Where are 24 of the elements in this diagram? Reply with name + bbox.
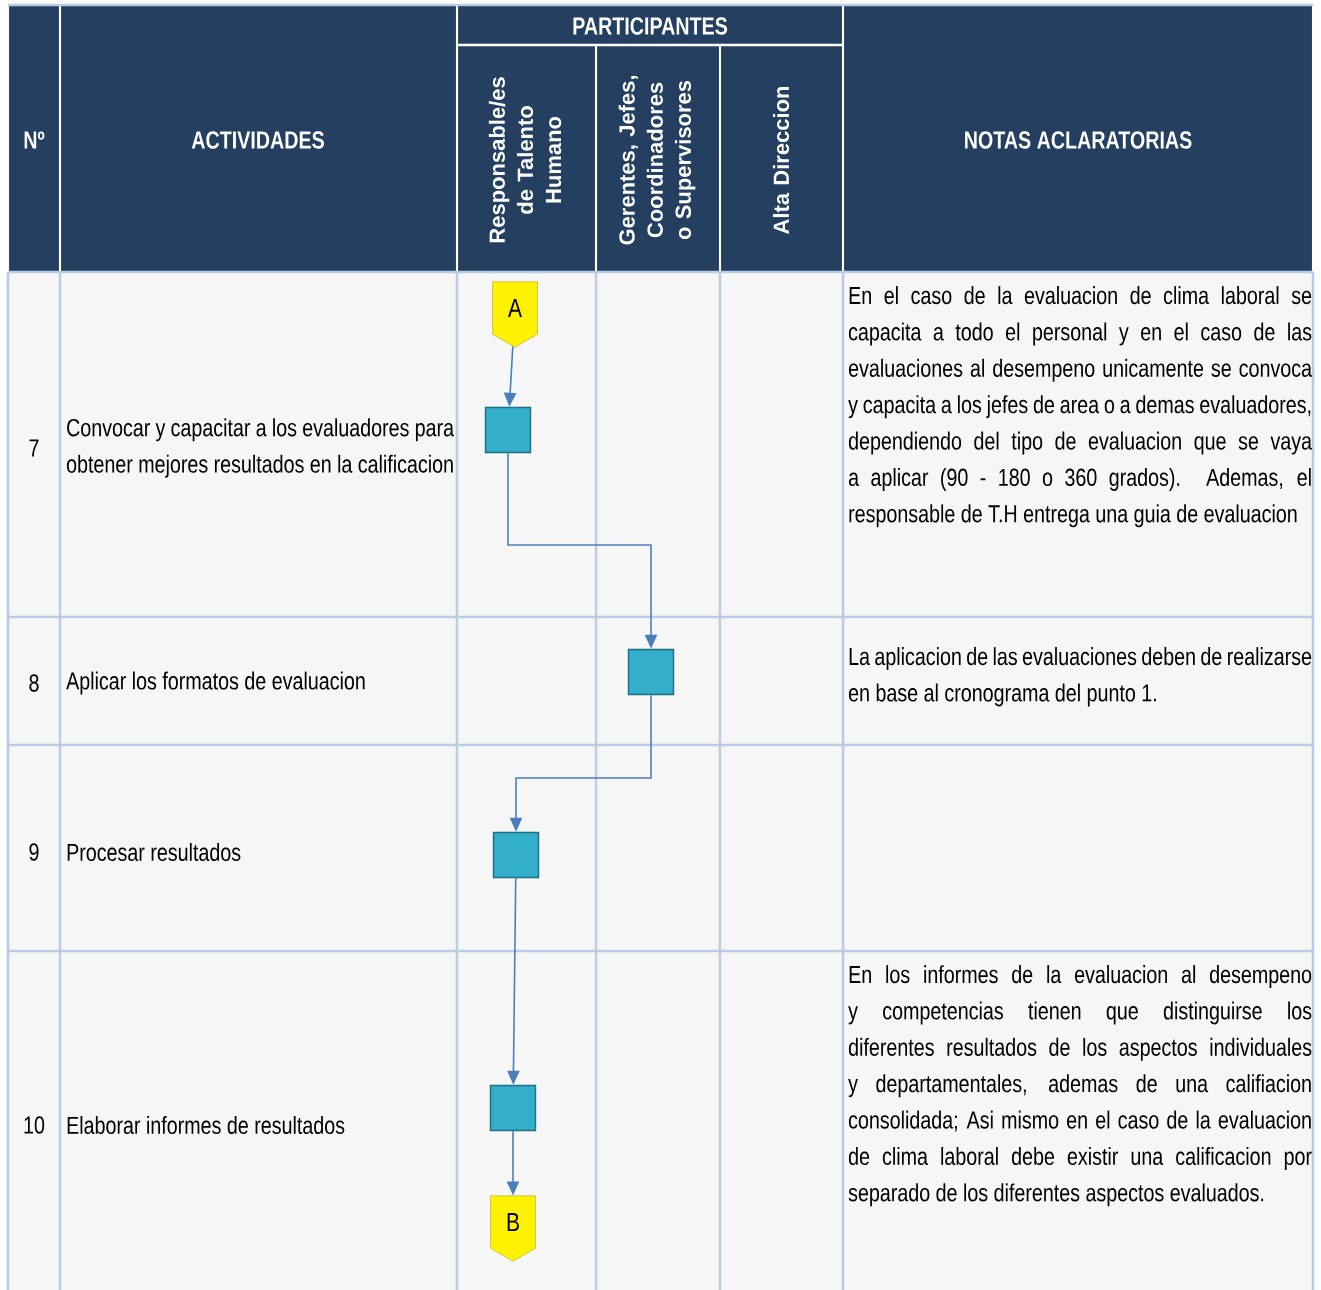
header-text: Alta Direccion: [772, 86, 790, 234]
header-text: Nº: [24, 131, 45, 149]
process-box: [492, 831, 540, 879]
header-text: NOTAS ACLARATORIAS: [965, 131, 1192, 149]
offpage-connector: B: [490, 1195, 536, 1262]
row-number: 8: [29, 674, 39, 692]
activity-text: Procesar resultados: [67, 842, 241, 862]
header-text: PARTICIPANTES: [573, 17, 728, 35]
header-text: Responsable/es de Talento Humano: [488, 77, 562, 243]
row-number: 10: [24, 1116, 45, 1134]
note-text: En los informes de la evaluacion al desempeno y competencias tienen que distinguirse los diferentes resultados de los aspectos individuales y departamentales, ademas de una califiacion consolidada; Asi mismo en el caso de la evaluacion de clima laboral debe existir una calificacion por separado de los diferentes aspectos evaluados.: [848, 965, 1312, 1207]
note-text: En el caso de la evaluacion de clima laboral se capacita a todo el personal y en el caso de las evaluaciones al desempeno unicamente se convoca y capacita a los jefes de area o a demas evaluadores, dependiendo del tipo de evaluacion que se vaya a aplicar (90 - 180 o 360 grados). Ademas, el responsable de T.H entrega una guia de evaluacion: [848, 286, 1312, 528]
header-text: Gerentes, Jefes, Coordinadores o Supervisores: [618, 76, 696, 245]
row-number: 7: [29, 439, 39, 457]
header-text: ACTIVIDADES: [191, 131, 324, 149]
row-number: 9: [29, 843, 39, 861]
note-text: La aplicacion de las evaluaciones deben de realizarse en base al cronograma del punto 1.: [848, 647, 1312, 707]
process-box: [489, 1084, 537, 1132]
process-box: [627, 648, 675, 696]
process-box: [484, 406, 532, 454]
activity-text: Convocar y capacitar a los evaluadores para obtener mejores resultados en la calificacion: [66, 418, 455, 478]
activity-text: Elaborar informes de resultados: [67, 1116, 345, 1135]
activity-text: Aplicar los formatos de evaluacion: [66, 671, 365, 695]
offpage-connector: A: [492, 281, 538, 348]
